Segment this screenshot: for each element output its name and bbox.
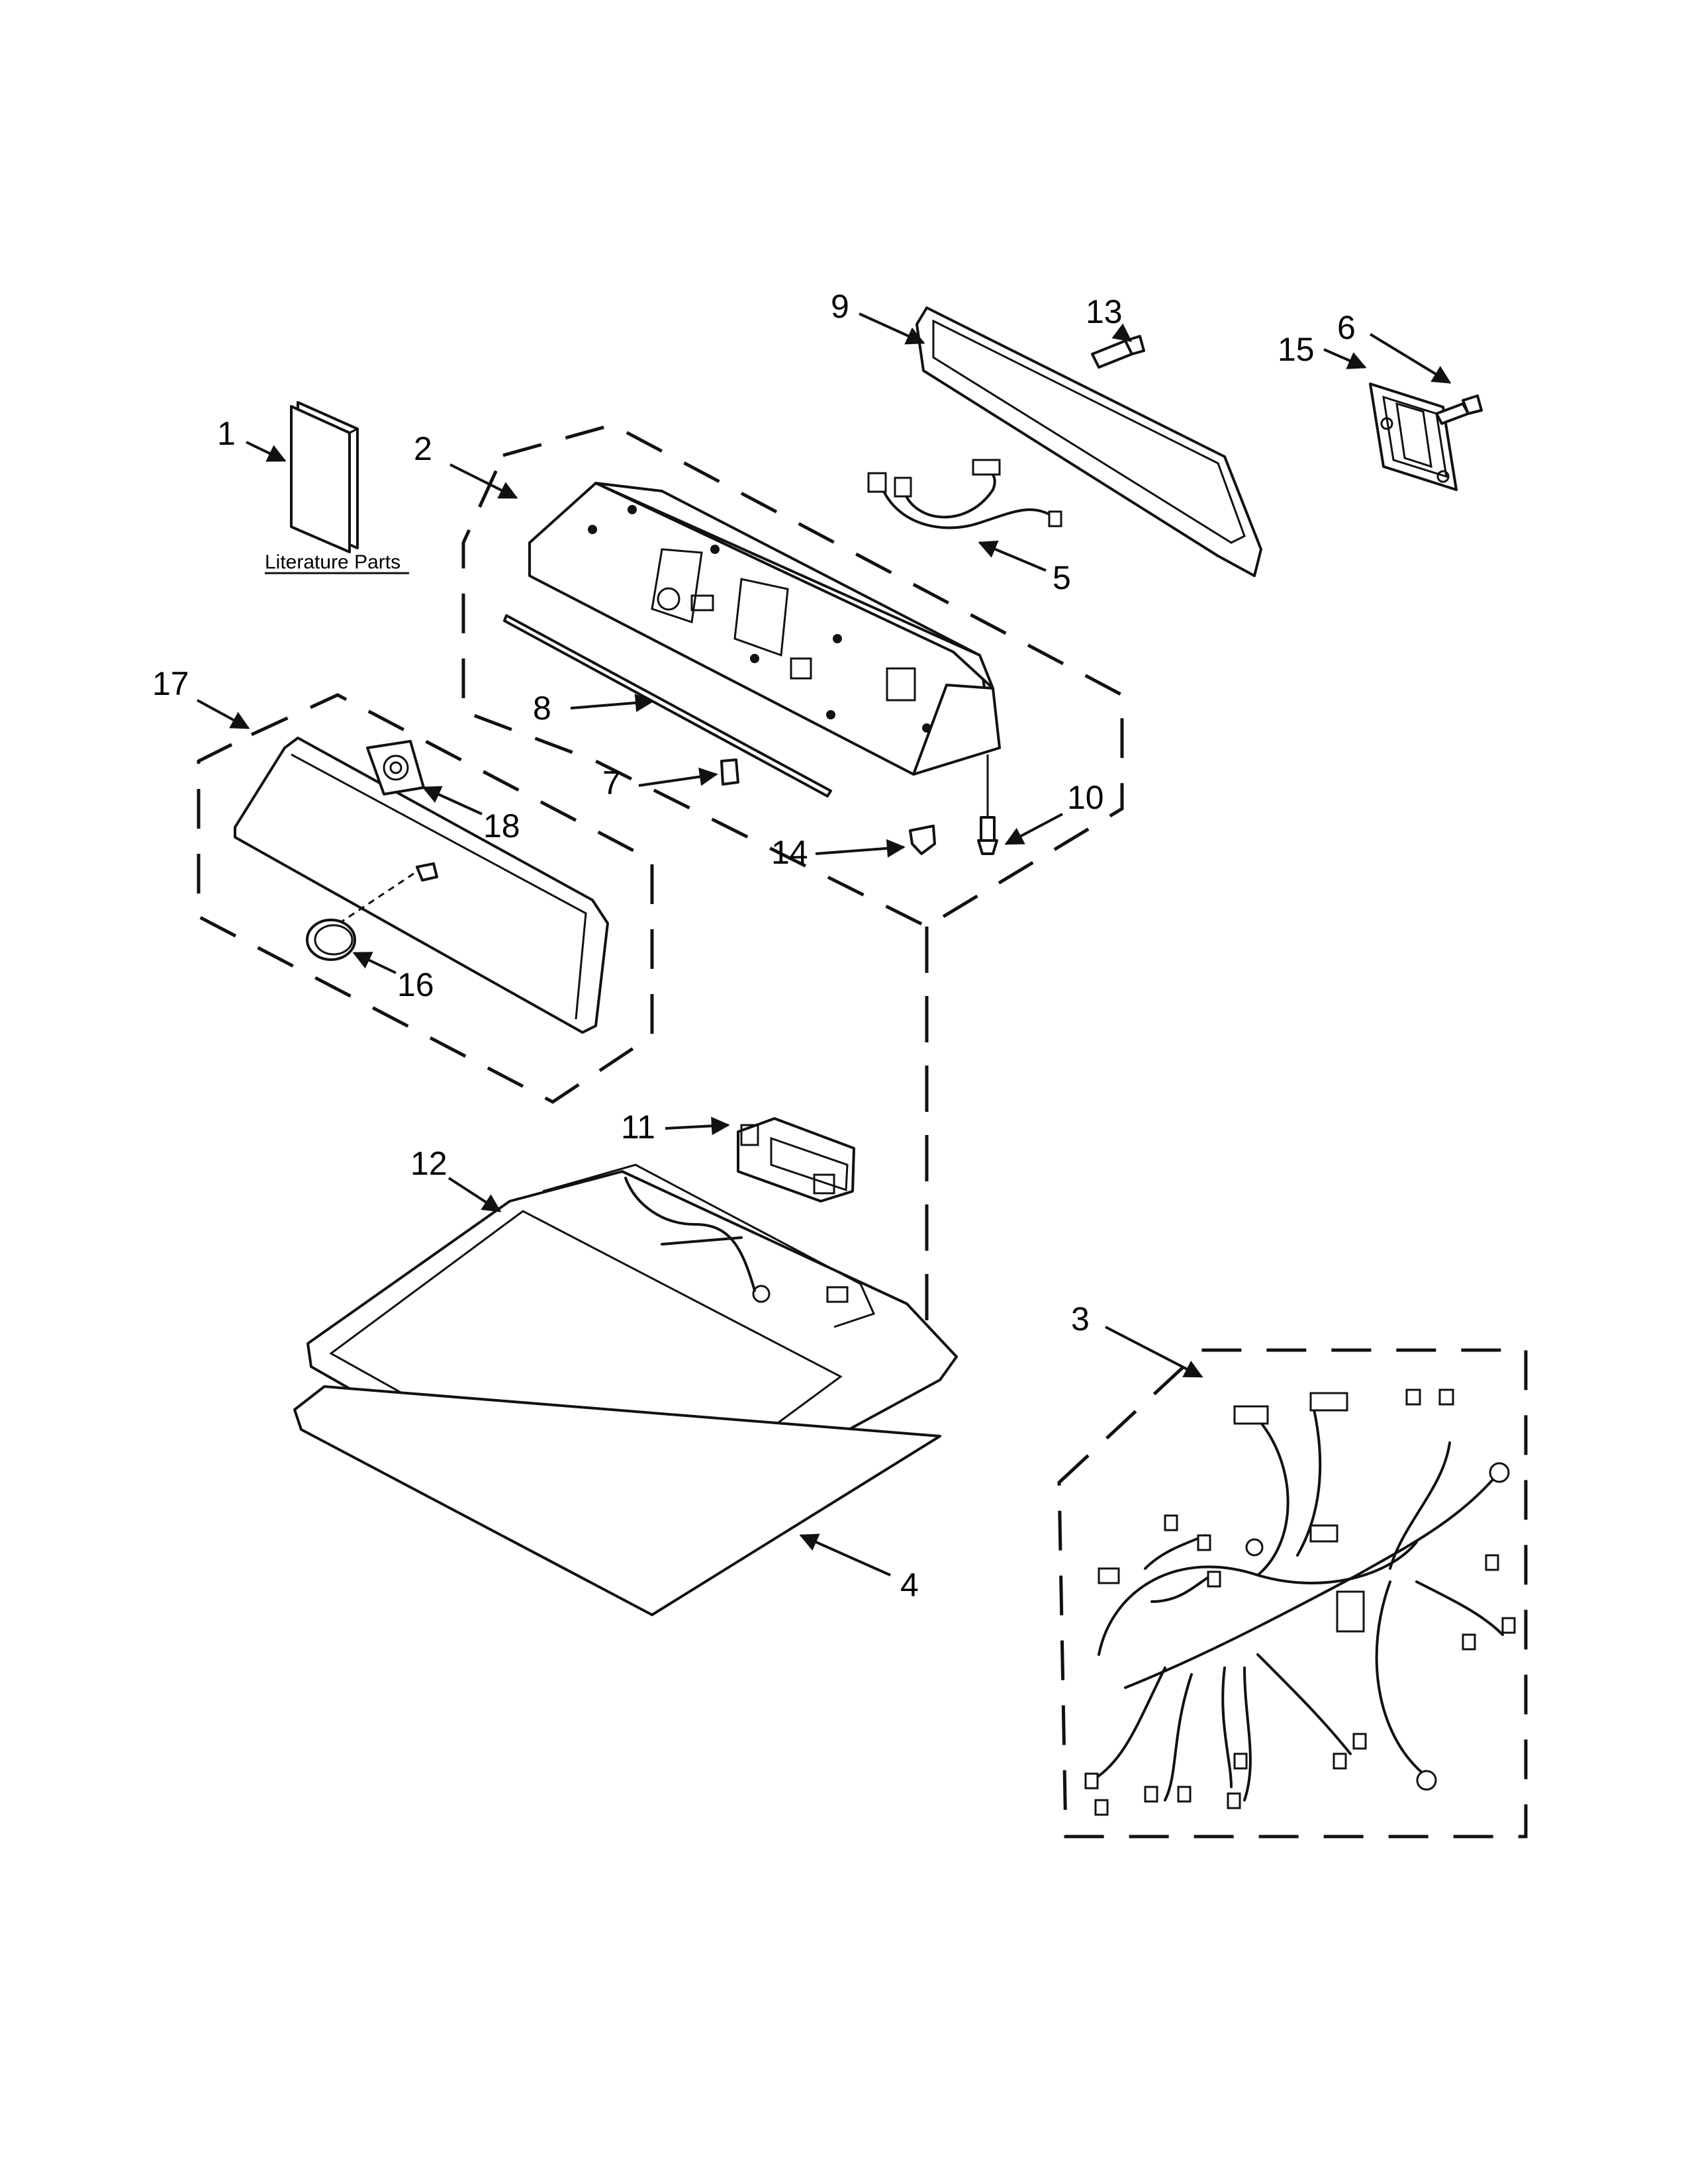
glass-panel — [293, 1385, 941, 1616]
leader-2 — [449, 463, 518, 499]
console-strip — [503, 614, 832, 797]
console-group-outline — [461, 423, 1124, 929]
console-trim — [915, 306, 1262, 577]
leader-16 — [352, 952, 397, 974]
mounting-bracket — [1369, 383, 1458, 491]
front-panel-group-outline — [197, 693, 654, 1104]
callout-18: 18 — [483, 807, 520, 844]
console-clip — [720, 758, 739, 786]
leader-11 — [665, 1116, 730, 1136]
main-harness-group-outline — [1057, 1348, 1528, 1839]
leader-13 — [1111, 323, 1133, 342]
leader-14 — [815, 839, 906, 858]
callout-12: 12 — [410, 1145, 447, 1182]
literature-parts-booklet — [290, 401, 359, 553]
leader-1 — [246, 441, 287, 462]
callout-2: 2 — [414, 430, 432, 467]
control-knob — [306, 862, 438, 961]
leader-6 — [1369, 333, 1452, 384]
callout-14: 14 — [771, 834, 808, 871]
leader-4 — [799, 1533, 891, 1576]
callout-8: 8 — [533, 690, 551, 727]
literature-parts-label: Literature Parts — [265, 551, 400, 573]
callout-10: 10 — [1067, 779, 1104, 816]
callout-4: 4 — [900, 1567, 919, 1604]
console-panel — [528, 482, 1001, 776]
bracket-screw — [1435, 394, 1483, 425]
leader-5 — [978, 540, 1047, 572]
callout-16: 16 — [397, 966, 434, 1003]
callout-1: 1 — [217, 415, 236, 452]
leader-9 — [859, 312, 925, 345]
leader-17 — [197, 699, 250, 729]
leader-3 — [1105, 1326, 1203, 1378]
callout-6: 6 — [1337, 309, 1356, 346]
leader-12 — [447, 1177, 502, 1212]
callout-15: 15 — [1278, 331, 1315, 368]
main-wire-harness — [1084, 1388, 1516, 1816]
callout-5: 5 — [1053, 559, 1071, 596]
callout-3: 3 — [1071, 1300, 1090, 1338]
callout-13: 13 — [1086, 293, 1123, 330]
hook-clip — [909, 825, 936, 855]
leader-10 — [1004, 813, 1063, 845]
leader-8 — [570, 694, 654, 712]
trim-screw — [1091, 335, 1145, 369]
control-board — [737, 1117, 855, 1203]
leader-15 — [1323, 348, 1367, 369]
console-wire-harness — [867, 459, 1062, 529]
leader-7 — [638, 767, 718, 787]
callout-11: 11 — [621, 1109, 655, 1146]
callout-7: 7 — [602, 764, 621, 801]
leader-18 — [422, 786, 483, 815]
callout-9: 9 — [831, 288, 849, 325]
console-screw — [977, 754, 998, 855]
callout-17: 17 — [152, 665, 189, 702]
